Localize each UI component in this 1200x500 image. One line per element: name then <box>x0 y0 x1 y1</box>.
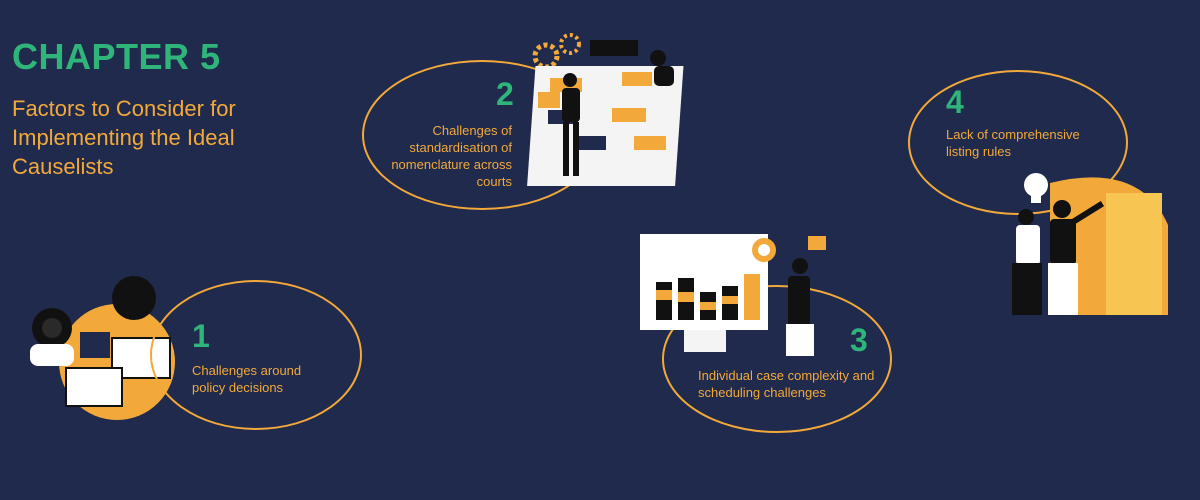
flow-box <box>622 72 652 86</box>
person-figure <box>30 308 74 366</box>
chapter-subtitle: Factors to Consider for Implementing the… <box>12 96 236 179</box>
factor-2-illustration <box>527 33 684 186</box>
flow-box <box>576 136 606 150</box>
factor-4-text: Lack of comprehensive listing rules <box>946 127 1080 159</box>
factor-2-number: 2 <box>496 76 514 112</box>
gear-icon <box>532 33 581 70</box>
person-figure <box>1012 209 1042 315</box>
factor-2-text: Challenges of standardisation of nomencl… <box>391 123 512 189</box>
factor-3-number: 3 <box>850 322 868 358</box>
factor-1-ellipse <box>150 280 362 430</box>
factor-3-ellipse <box>662 285 892 433</box>
chapter-title: CHAPTER 5 <box>12 36 221 77</box>
tablet <box>80 332 110 358</box>
person-figure <box>786 258 814 356</box>
factor-3-text: Individual case complexity and schedulin… <box>698 368 875 400</box>
factor-3-illustration <box>640 234 826 356</box>
flow-box <box>612 108 646 122</box>
board-stand <box>590 168 624 186</box>
person-figure <box>538 73 580 176</box>
info-panel <box>1106 193 1162 315</box>
person-figure <box>650 50 674 86</box>
speech-bubble-icon <box>808 236 826 250</box>
person-figure <box>112 276 156 320</box>
lightbulb-icon <box>1024 173 1048 203</box>
laptop <box>65 367 123 407</box>
factor-1-number: 1 <box>192 318 210 354</box>
factor-4-ellipse <box>908 70 1128 215</box>
factor-4-illustration <box>1012 173 1168 315</box>
bar-group <box>656 274 760 320</box>
target-icon <box>752 238 776 262</box>
person-figure <box>1048 200 1105 315</box>
board-top <box>590 40 638 56</box>
flow-box <box>634 136 666 150</box>
factor-1-text: Challenges around policy decisions <box>192 363 302 395</box>
monitor-stand <box>684 330 726 352</box>
factor-4-number: 4 <box>946 84 964 120</box>
